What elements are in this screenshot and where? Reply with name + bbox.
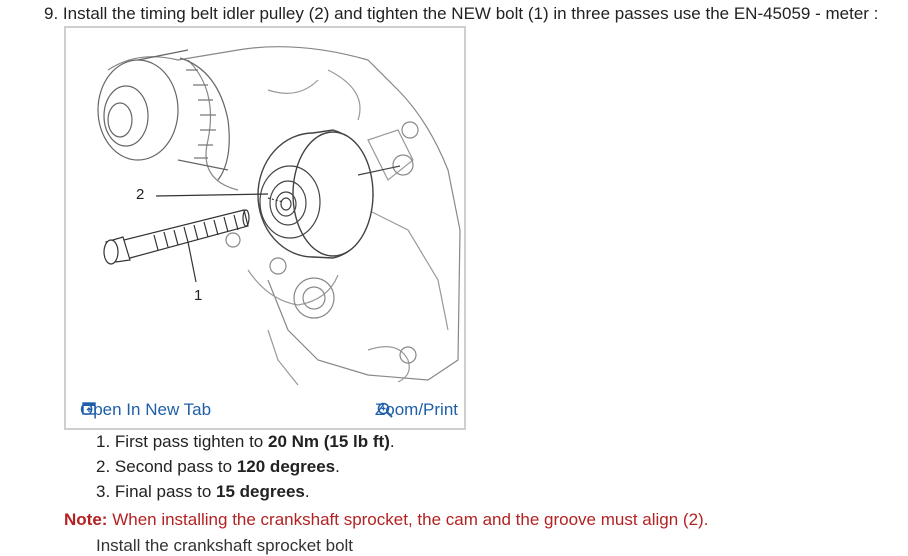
list-item: 2. Second pass to 120 degrees.: [96, 457, 395, 482]
next-step-text: Install the crankshaft sprocket bolt: [96, 536, 354, 555]
pass-end: .: [335, 457, 340, 476]
pass-text: First pass tighten to: [114, 432, 268, 451]
pass-number: 2.: [96, 457, 111, 476]
callout-label-2: 2: [136, 186, 145, 203]
note-body: When installing the crankshaft sprocket,…: [112, 510, 709, 529]
open-new-tab-icon: [82, 402, 96, 415]
step-heading: 9. Install the timing belt idler pulley …: [44, 4, 878, 24]
step-number: 9.: [44, 4, 59, 23]
list-item: 1. First pass tighten to 20 Nm (15 lb ft…: [96, 432, 395, 457]
tightening-passes-list: 1. First pass tighten to 20 Nm (15 lb ft…: [96, 432, 395, 507]
pass-end: .: [304, 482, 310, 501]
pass-number: 3.: [96, 482, 111, 501]
zoom-print-label: Zoom/Print: [374, 400, 458, 419]
callout-label-1: 1: [194, 287, 203, 304]
pass-value: 15 degrees: [216, 482, 305, 501]
zoom-print-link[interactable]: Zoom/Print: [375, 400, 458, 420]
pass-number: 1.: [96, 432, 111, 451]
pass-text: Final pass to: [114, 482, 217, 501]
step-text: Install the timing belt idler pulley (2)…: [62, 4, 879, 23]
figure-toolbar: Open In New Tab Zoom/Print: [66, 392, 464, 428]
idler-pulley-illustration: [97, 46, 461, 386]
open-in-new-tab-label: Open In New Tab: [80, 400, 212, 419]
pass-end: .: [389, 432, 395, 451]
list-item: 3. Final pass to 15 degrees.: [96, 482, 395, 507]
note-text: Note: When installing the crankshaft spr…: [64, 510, 708, 530]
magnifier-icon: [377, 402, 393, 418]
illustration-figure: 2 1 Open In New Tab Zoom/Print: [64, 26, 466, 430]
note-label: Note:: [64, 510, 108, 529]
pass-value: 120 degrees: [236, 457, 336, 476]
pass-text: Second pass to: [114, 457, 237, 476]
open-in-new-tab-link[interactable]: Open In New Tab: [80, 400, 211, 420]
pass-value: 20 Nm (15 lb ft): [268, 432, 390, 451]
